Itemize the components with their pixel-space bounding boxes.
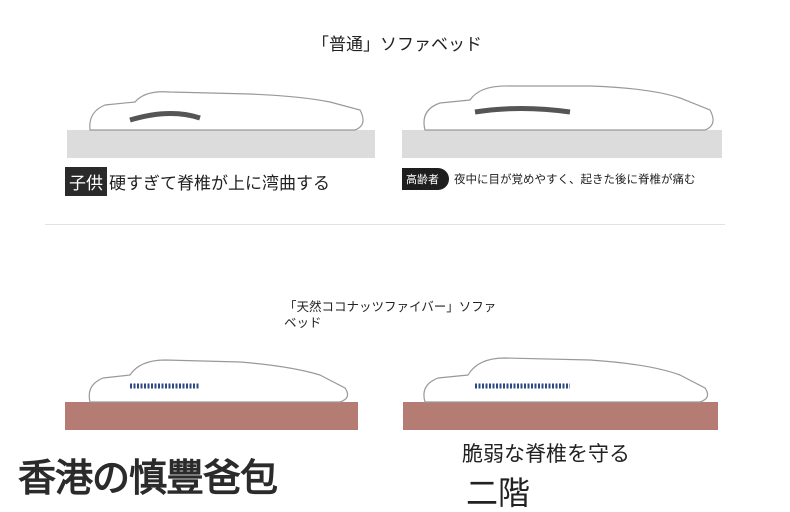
coir-mattress-left bbox=[65, 402, 358, 430]
coir-mattress-right bbox=[403, 402, 718, 430]
subtitle: 脆弱な脊椎を守る bbox=[462, 442, 630, 466]
spine-right bbox=[474, 106, 571, 115]
brand-name: 香港の慎豐爸包 bbox=[18, 456, 278, 500]
child-caption: 硬すぎて脊椎が上に湾曲する bbox=[109, 174, 330, 194]
normal-right-figure bbox=[402, 85, 722, 158]
divider bbox=[45, 224, 725, 225]
child-badge: 子供 bbox=[65, 167, 107, 196]
body-outline-left bbox=[89, 91, 364, 131]
child-label: 子供 硬すぎて脊椎が上に湾曲する bbox=[65, 167, 330, 196]
coir-left-figure bbox=[65, 359, 358, 430]
coir-right-figure bbox=[403, 357, 718, 430]
elderly-badge: 高齢者 bbox=[402, 168, 449, 190]
elderly-label: 高齢者 夜中に目が覚めやすく、起きた後に脊椎が痛む bbox=[402, 168, 696, 190]
body-outline-right bbox=[423, 85, 714, 131]
normal-sofa-title: 「普通」ソファベッド bbox=[312, 35, 482, 55]
body-outline-coir-right bbox=[423, 357, 709, 403]
coir-sofa-title: 「天然ココナッツファイバー」ソファベッド bbox=[284, 299, 497, 330]
spine-left bbox=[129, 110, 201, 123]
normal-left-figure bbox=[67, 91, 375, 158]
normal-mattress-left bbox=[67, 130, 375, 158]
floor-label: 二階 bbox=[466, 474, 531, 512]
body-outline-coir-left bbox=[88, 359, 349, 403]
elderly-caption: 夜中に目が覚めやすく、起きた後に脊椎が痛む bbox=[454, 172, 696, 186]
normal-mattress-right bbox=[402, 130, 722, 158]
